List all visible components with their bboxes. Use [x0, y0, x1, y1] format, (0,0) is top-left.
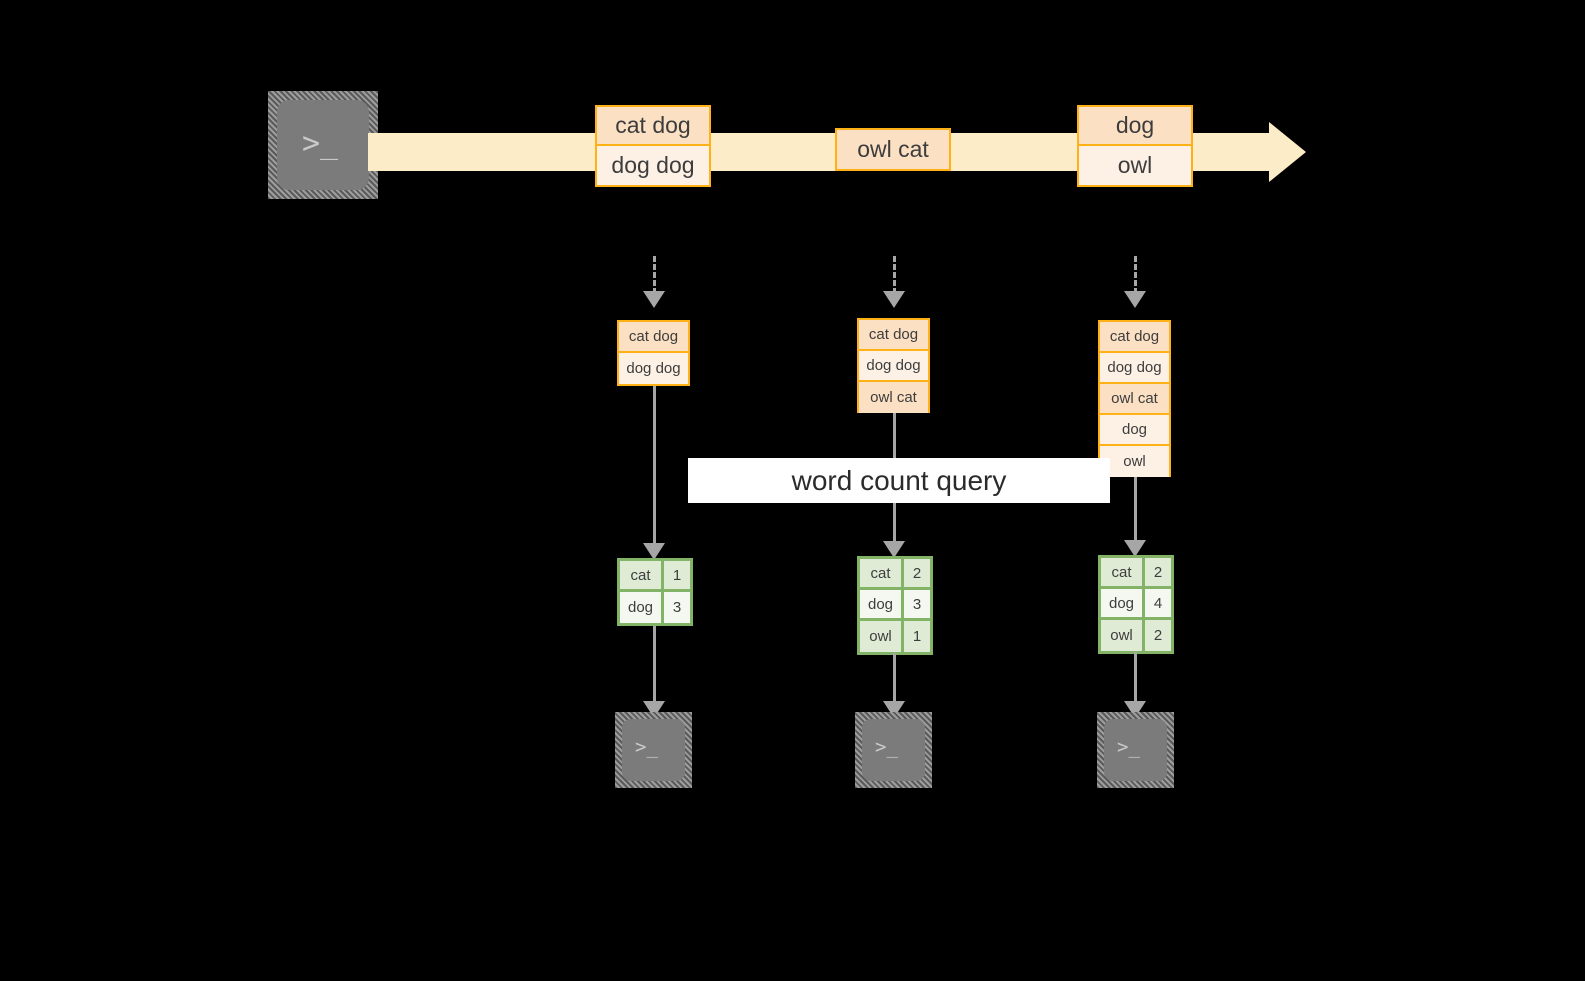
table-row: owl 2	[1101, 620, 1171, 651]
column-2-result-word-2: dog	[860, 590, 904, 618]
stream-event-1-line-1: cat dog	[597, 107, 709, 146]
column-2-result-table: cat 2 dog 3 owl 1	[857, 556, 933, 655]
terminal-body	[1104, 719, 1167, 781]
column-2-result-count-2: 3	[904, 590, 930, 618]
column-2-result-word-1: cat	[860, 559, 904, 587]
terminal-prompt-label: >_	[875, 736, 898, 758]
query-label-text: word count query	[791, 464, 1007, 496]
column-2-sink-terminal-icon: >_	[855, 712, 932, 788]
column-1-result-word-2: dog	[620, 592, 664, 623]
stream-event-3: dog owl	[1077, 105, 1193, 187]
column-2-tap-line	[893, 256, 896, 294]
column-3-result-word-2: dog	[1101, 589, 1145, 617]
stream-event-1-line-2: dog dog	[597, 146, 709, 185]
terminal-prompt-label: >_	[302, 126, 339, 161]
table-row: dog 3	[620, 592, 690, 623]
column-3-sink-terminal-icon: >_	[1097, 712, 1174, 788]
column-2-sink-line	[893, 653, 896, 704]
column-2-result-count-1: 2	[904, 559, 930, 587]
stream-event-3-line-2: owl	[1079, 146, 1191, 185]
query-label: word count query	[688, 458, 1110, 503]
stream-event-2-line-1: owl cat	[837, 130, 949, 169]
table-row: cat 2	[1101, 558, 1171, 589]
column-1-buffer-line-1: cat dog	[619, 322, 688, 353]
column-3-result-table: cat 2 dog 4 owl 2	[1098, 555, 1174, 654]
column-3-buffer-line-5: owl	[1100, 446, 1169, 477]
column-1-tap-arrowhead	[643, 291, 665, 308]
column-3-tap-line	[1134, 256, 1137, 294]
column-3-result-count-3: 2	[1145, 620, 1171, 651]
table-row: dog 3	[860, 590, 930, 621]
column-2-result-word-3: owl	[860, 621, 904, 652]
terminal-body	[862, 719, 925, 781]
table-row: owl 1	[860, 621, 930, 652]
column-3-buffer-line-4: dog	[1100, 415, 1169, 446]
terminal-prompt-label: >_	[1117, 736, 1140, 758]
terminal-body	[622, 719, 685, 781]
column-1-buffer: cat dog dog dog	[617, 320, 690, 386]
source-terminal-icon: >_	[268, 91, 378, 199]
column-3-buffer-line-2: dog dog	[1100, 353, 1169, 384]
column-1-sink-line	[653, 626, 656, 704]
column-1-query-line	[653, 386, 656, 546]
terminal-prompt-label: >_	[635, 736, 658, 758]
column-3-result-word-3: owl	[1101, 620, 1145, 651]
column-2-buffer: cat dog dog dog owl cat	[857, 318, 930, 413]
stream-arrow-head	[1269, 122, 1306, 182]
table-row: cat 1	[620, 561, 690, 592]
stream-event-3-line-1: dog	[1079, 107, 1191, 146]
column-3-sink-line	[1134, 652, 1137, 704]
table-row: dog 4	[1101, 589, 1171, 620]
column-2-buffer-line-3: owl cat	[859, 382, 928, 413]
stream-event-2: owl cat	[835, 128, 951, 171]
column-3-buffer-line-3: owl cat	[1100, 384, 1169, 415]
column-1-query-arrowhead	[643, 543, 665, 560]
column-3-buffer-line-1: cat dog	[1100, 322, 1169, 353]
stream-event-1: cat dog dog dog	[595, 105, 711, 187]
column-3-query-line	[1134, 477, 1137, 543]
column-3-result-word-1: cat	[1101, 558, 1145, 586]
column-1-result-table: cat 1 dog 3	[617, 558, 693, 626]
column-1-buffer-line-2: dog dog	[619, 353, 688, 384]
table-row: cat 2	[860, 559, 930, 590]
column-3-buffer: cat dog dog dog owl cat dog owl	[1098, 320, 1171, 477]
column-1-result-count-2: 3	[664, 592, 690, 623]
column-2-tap-arrowhead	[883, 291, 905, 308]
column-2-result-count-3: 1	[904, 621, 930, 652]
column-2-buffer-line-2: dog dog	[859, 351, 928, 382]
column-3-tap-arrowhead	[1124, 291, 1146, 308]
column-3-result-count-1: 2	[1145, 558, 1171, 586]
column-1-tap-line	[653, 256, 656, 294]
column-2-query-arrowhead	[883, 541, 905, 558]
column-3-query-arrowhead	[1124, 540, 1146, 557]
column-1-result-word-1: cat	[620, 561, 664, 589]
terminal-body	[277, 100, 369, 190]
column-2-buffer-line-1: cat dog	[859, 320, 928, 351]
column-1-sink-terminal-icon: >_	[615, 712, 692, 788]
column-1-result-count-1: 1	[664, 561, 690, 589]
column-3-result-count-2: 4	[1145, 589, 1171, 617]
